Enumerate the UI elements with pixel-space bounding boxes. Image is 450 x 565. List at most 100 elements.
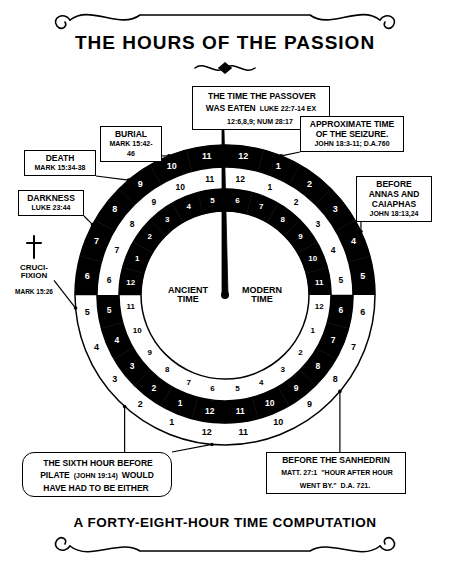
callout-reference: LUKE 23:44 [24,203,78,213]
hour-number: 6 [339,306,344,315]
leader-tip [167,154,171,158]
leader-line [172,444,212,452]
hour-number: 7 [351,343,356,352]
hour-number: 12 [315,303,324,311]
hour-number: 5 [107,306,112,315]
bottom-flourish [55,538,70,551]
hour-number: 9 [138,180,143,189]
callout-heading: DEATH [30,153,90,163]
callout-reference: (JOHN 19:14) [74,472,118,479]
hour-number: 3 [165,215,169,223]
leader-tip [123,405,127,409]
callout-heading: APPROXIMATE TIME OF THE SEIZURE. [306,119,398,139]
diagram-caption: A FORTY-EIGHT-HOUR TIME COMPUTATION [0,515,450,530]
hour-number: 7 [186,379,190,387]
leader-tip [279,154,283,158]
hour-number: 3 [281,366,285,374]
top-flourish [70,15,380,20]
callout-reference: MARK 15:42-46 [106,139,156,159]
hour-segment [247,368,278,398]
hour-number: 8 [281,215,285,223]
hour-number: 9 [298,233,302,241]
hour-number: 3 [315,219,320,228]
hour-segment [198,189,225,214]
callout-box: APPROXIMATE TIME OF THE SEIZURE.JOHN 18:… [300,116,404,152]
hour-number: 11 [238,428,248,437]
hour-number: 9 [151,198,156,207]
hour-segment [306,268,331,295]
hour-number: 8 [112,206,117,215]
cross-symbol [27,236,41,258]
hour-number: 2 [307,180,312,189]
callout-heading: DARKNESS [24,193,78,203]
diagram-title: THE HOURS OF THE PASSION [0,32,450,54]
hour-number: 1 [276,162,281,171]
hour-number: 1 [169,419,174,428]
hour-number: 1 [178,399,183,408]
hour-number: 4 [259,379,263,387]
callout-heading: BURIAL [106,129,156,139]
hour-number: 3 [112,375,117,384]
leader-tip [74,306,78,310]
hour-number: 6 [85,272,90,281]
hour-number: 12 [236,175,245,184]
hour-number: 2 [151,383,156,392]
callout-box: BURIALMARK 15:42-46 [100,126,162,162]
hour-number: 12 [205,407,214,416]
hour-number: 4 [351,237,356,246]
bottom-flourish [70,546,380,552]
clock-hand [222,130,228,295]
hour-number: 8 [130,219,135,228]
leader-line [96,176,129,180]
hour-number: 6 [235,197,239,205]
leader-line [54,280,76,308]
hour-segment [123,317,153,348]
leader-line [124,406,125,452]
leader-tip [127,178,131,182]
leader-line [281,152,300,156]
callout-reference: D.A. 721. [341,482,371,489]
callout-reference: MATT. 27:1 [281,469,317,476]
leader-tip [210,443,214,447]
hour-number: 6 [107,275,112,284]
callout-reference: JOHN 18:13,24 [362,209,426,219]
hour-number: 2 [294,198,299,207]
hour-number: 11 [205,175,214,184]
hour-number: 1 [267,182,272,191]
hour-number: 1 [135,254,139,262]
event-label: CRUCI- FIXION [14,264,54,281]
callout-box: THE SIXTH HOUR BEFORE PILATE(JOHN 19:14)… [22,452,172,497]
hour-number: 8 [165,366,169,374]
hour-segment [119,295,144,322]
hour-number: 5 [360,272,365,281]
hour-number: 9 [294,383,299,392]
hour-number: 3 [130,362,135,371]
leader-line [339,391,340,452]
callout-reference: MARK 15:34-38 [30,163,90,173]
hour-number: 1 [311,327,315,335]
hour-number: 4 [186,203,190,211]
hour-number: 6 [210,385,214,393]
hour-number: 8 [333,375,338,384]
hour-number: 11 [315,278,323,286]
callout-reference: JOHN 18:3-11; D.A.760 [306,139,398,149]
hour-number: 10 [265,399,274,408]
hour-number: 5 [339,275,344,284]
top-flourish [55,16,70,29]
callout-box: BEFORE ANNAS AND CAIAPHASJOHN 18:13,24 [356,176,432,222]
callout-box: BEFORE THE SANHEDRINMATT. 27:1"HOUR AFTE… [266,452,406,494]
callout-box: DARKNESSLUKE 23:44 [18,190,84,216]
hour-number: 10 [175,182,184,191]
leader-tip [91,223,95,227]
hour-number: 7 [94,237,99,246]
hour-number: 4 [331,246,336,255]
hour-number: 4 [115,335,120,344]
bottom-flourish [380,538,395,551]
hour-number: 11 [236,407,245,416]
hour-number: 6 [360,308,365,317]
callout-box: DEATHMARK 15:34-38 [24,150,96,176]
hour-number: 5 [210,197,214,205]
hour-number: 12 [238,152,248,161]
hour-number: 11 [202,152,212,161]
leader-tip [359,230,363,234]
